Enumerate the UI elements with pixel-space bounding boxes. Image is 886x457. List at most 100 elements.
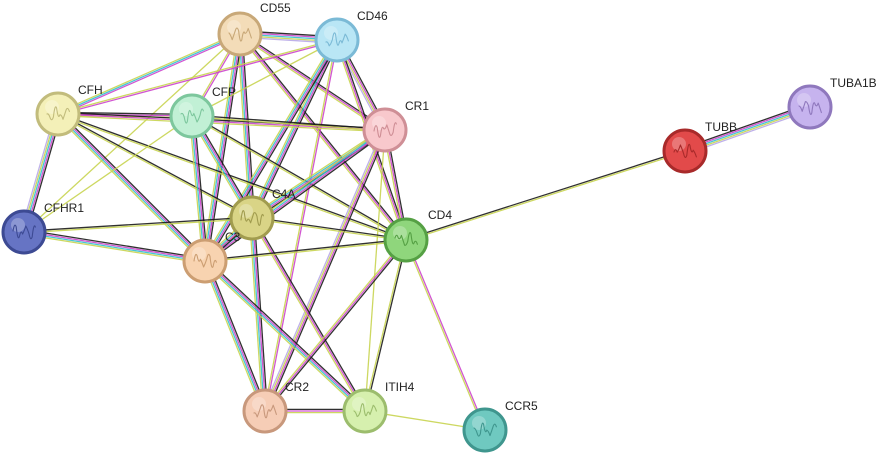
node-label: CD4	[428, 208, 452, 222]
node-cfhr1[interactable]: CFHR1	[1, 201, 84, 255]
edge-c3-itih4[interactable]	[202, 258, 368, 414]
node-itih4[interactable]: ITIH4	[342, 380, 415, 434]
node-cd55[interactable]: CD55	[217, 1, 291, 57]
edge-evidence-textmining	[248, 218, 264, 412]
node-label: CR1	[405, 99, 429, 113]
edge-c4a-cd4[interactable]	[251, 216, 407, 242]
edge-evidence-databases	[56, 114, 205, 263]
edge-c3-cd4[interactable]	[204, 238, 407, 263]
edge-cfh-cr1[interactable]	[57, 111, 386, 133]
node-label: CD55	[260, 1, 291, 15]
edge-evidence-experiments	[205, 259, 366, 411]
edge-cd4-cr2[interactable]	[263, 238, 408, 413]
edge-evidence-textmining	[188, 116, 204, 262]
edge-evidence-experiments	[406, 239, 487, 430]
edge-evidence-textmining	[263, 129, 385, 411]
node-highlight	[252, 397, 266, 411]
edge-cd46-cfh[interactable]	[57, 38, 338, 116]
edge-evidence-textmining	[202, 261, 264, 413]
edge-evidence-coexpression	[24, 228, 206, 260]
edge-evidence-coexpression	[206, 34, 244, 262]
edge-evidence-experiments	[205, 130, 386, 263]
edge-cfp-cfhr1[interactable]	[23, 115, 193, 233]
edge-evidence-coexpression	[23, 216, 252, 232]
edge-cd4-tubb[interactable]	[405, 149, 686, 242]
edge-cfp-cd4[interactable]	[191, 114, 407, 242]
edge-cd55-c3[interactable]	[201, 33, 244, 262]
node-label: TUBA1B	[830, 76, 877, 90]
edge-cd46-c3[interactable]	[202, 38, 340, 263]
node-cd46[interactable]: CD46	[314, 9, 388, 63]
node-circle[interactable]	[314, 17, 360, 63]
node-cfh[interactable]: CFH	[35, 83, 103, 137]
node-tubb[interactable]: TUBB	[662, 120, 737, 174]
node-highlight	[372, 116, 386, 130]
edge-evidence-textmining	[406, 151, 686, 242]
edge-evidence-textmining	[238, 34, 406, 242]
node-c4a[interactable]: C4A	[229, 187, 295, 241]
node-tuba1b[interactable]: TUBA1B	[787, 76, 877, 130]
edge-evidence-coexpression	[206, 131, 387, 264]
edge-evidence-homology	[262, 128, 384, 411]
edge-c3-cr2[interactable]	[202, 259, 268, 413]
edge-evidence-experiments	[205, 34, 242, 262]
edge-cr1-itih4[interactable]	[364, 129, 386, 412]
protein-structure-icon	[473, 422, 497, 437]
edge-cr1-cr2[interactable]	[262, 128, 388, 413]
edge-evidence-experiments	[24, 230, 206, 261]
edge-cd55-cfhr1[interactable]	[23, 33, 241, 233]
edge-evidence-coexpression	[58, 112, 253, 218]
edge-cfp-c3[interactable]	[188, 115, 209, 262]
edge-cfh-c3[interactable]	[55, 111, 208, 264]
edge-evidence-textmining	[202, 262, 364, 414]
edge-evidence-textmining	[23, 115, 193, 233]
node-ccr5[interactable]: CCR5	[462, 399, 538, 453]
edge-cfhr1-c4a[interactable]	[23, 216, 253, 234]
edge-evidence-experiments	[265, 130, 387, 412]
node-circle[interactable]	[662, 128, 708, 174]
protein-structure-icon	[12, 224, 36, 240]
edge-evidence-coexpression	[204, 238, 406, 261]
edge-evidence-databases	[203, 261, 265, 412]
node-cfp[interactable]: CFP	[169, 85, 236, 139]
edge-evidence-coexpression	[192, 114, 407, 240]
node-label: CFP	[212, 85, 236, 99]
edge-cfh-c4a[interactable]	[57, 112, 253, 220]
edge-cd55-cfh[interactable]	[57, 31, 241, 117]
edge-evidence-textmining	[23, 33, 241, 233]
edge-cr1-c3[interactable]	[203, 127, 387, 264]
node-circle[interactable]	[787, 84, 833, 130]
edge-evidence-experiments	[251, 217, 366, 412]
node-c3[interactable]: C3	[182, 230, 241, 284]
edge-evidence-textmining	[191, 39, 338, 117]
edge-evidence-experiments	[239, 33, 407, 241]
edge-evidence-textmining	[57, 38, 337, 114]
edge-evidence-experiments	[205, 260, 267, 411]
node-circle[interactable]	[217, 11, 263, 57]
edge-cfp-cr1[interactable]	[191, 114, 386, 132]
edge-evidence-textmining	[23, 233, 205, 265]
edge-cd46-cfp[interactable]	[191, 39, 338, 117]
node-circle[interactable]	[242, 388, 288, 434]
edge-evidence-databases	[203, 39, 337, 261]
node-circle[interactable]	[182, 238, 228, 284]
node-cr1[interactable]: CR1	[362, 99, 429, 153]
edge-c4a-itih4[interactable]	[250, 216, 367, 413]
node-label: ITIH4	[385, 380, 415, 394]
node-cd4[interactable]: CD4	[383, 208, 452, 263]
edge-evidence-textmining	[57, 31, 240, 114]
node-circle[interactable]	[362, 107, 408, 153]
edge-evidence-textmining	[205, 240, 407, 263]
edge-evidence-textmining	[24, 218, 253, 234]
node-circle[interactable]	[383, 217, 429, 263]
edge-cd4-ccr5[interactable]	[404, 239, 487, 431]
edge-evidence-experiments	[58, 40, 338, 116]
edge-cfhr1-c3[interactable]	[23, 228, 206, 265]
node-cr2[interactable]: CR2	[242, 380, 309, 434]
node-circle[interactable]	[342, 388, 388, 434]
edge-evidence-coexpression	[206, 40, 340, 263]
node-label: CCR5	[505, 399, 538, 413]
edge-cd4-itih4[interactable]	[363, 239, 408, 412]
node-highlight	[239, 204, 253, 218]
